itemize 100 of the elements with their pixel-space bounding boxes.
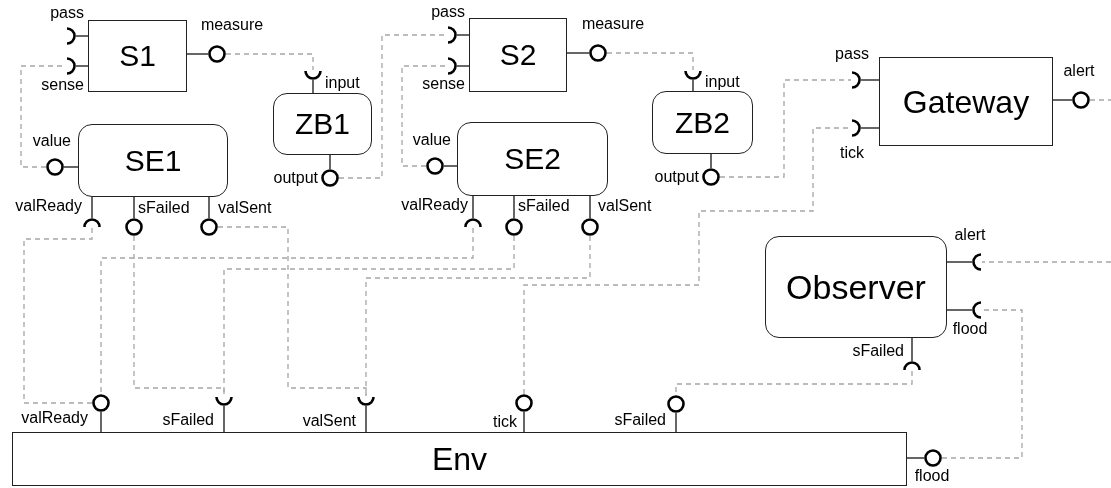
port-label: valReady xyxy=(21,409,88,427)
port-label: input xyxy=(705,73,740,91)
provided-port-icon xyxy=(125,218,143,236)
connector-line xyxy=(911,337,913,362)
required-port-icon xyxy=(66,27,76,45)
required-port-icon xyxy=(447,26,457,44)
connector-line xyxy=(100,411,102,433)
port-label: tick xyxy=(493,413,517,431)
required-port-icon xyxy=(464,218,482,228)
component-name: Gateway xyxy=(902,85,1030,118)
port-label: value xyxy=(32,132,71,150)
port-label: sFailed xyxy=(162,411,214,429)
connector-line xyxy=(523,411,525,433)
port-label: alert xyxy=(1063,62,1095,80)
connector-line xyxy=(675,412,677,433)
required-port-icon xyxy=(851,71,861,89)
rounded-component-box xyxy=(273,93,372,155)
connector-line xyxy=(329,154,331,170)
port-label: output xyxy=(273,169,318,187)
port-label: flood xyxy=(952,320,988,338)
rounded-component-box xyxy=(78,124,228,197)
connector-line xyxy=(365,405,367,433)
connector-line xyxy=(456,65,470,67)
port-label: alert xyxy=(954,226,986,244)
connector-line xyxy=(860,127,880,129)
dashed-connector xyxy=(133,235,225,397)
provided-port-icon xyxy=(426,157,444,175)
port-label: measure xyxy=(581,15,645,33)
connector-line xyxy=(946,309,973,311)
component-name: SE1 xyxy=(124,145,182,176)
connector-line xyxy=(75,65,89,67)
dashed-connector xyxy=(719,79,852,178)
port-label: flood xyxy=(914,467,950,485)
port-label: pass xyxy=(50,4,84,22)
port-label: pass xyxy=(431,3,465,21)
provided-port-icon xyxy=(321,169,339,187)
provided-port-icon xyxy=(581,218,599,236)
connector-line xyxy=(860,79,880,81)
provided-port-icon xyxy=(702,168,720,186)
port-label: sFailed xyxy=(518,197,570,215)
dashed-connector xyxy=(100,227,474,395)
port-label: sFailed xyxy=(138,199,190,217)
dashed-connector xyxy=(981,261,1111,263)
component-name: Observer xyxy=(786,270,926,304)
connector-line xyxy=(589,195,591,219)
port-label: valSent xyxy=(302,412,356,430)
connector-line xyxy=(133,196,135,219)
provided-port-icon xyxy=(924,449,942,467)
connector-line xyxy=(472,195,474,219)
port-label: value xyxy=(412,131,451,149)
connector-line xyxy=(566,52,590,54)
dashed-connector xyxy=(23,227,93,404)
port-label: sense xyxy=(422,75,465,93)
port-label: sense xyxy=(41,76,84,94)
required-port-icon xyxy=(684,70,702,80)
provided-port-icon xyxy=(589,44,607,62)
dashed-connector xyxy=(365,235,591,397)
port-label: valReady xyxy=(15,197,82,215)
connector-line xyxy=(513,195,515,219)
dashed-connector xyxy=(606,52,694,71)
required-port-icon xyxy=(903,361,921,371)
provided-port-icon xyxy=(515,394,533,412)
connector-line xyxy=(692,79,694,92)
component-box xyxy=(88,20,187,92)
connector-line xyxy=(75,35,89,37)
required-port-icon xyxy=(851,119,861,137)
dashed-connector xyxy=(225,53,314,71)
required-port-icon xyxy=(215,396,233,406)
connector-line xyxy=(946,261,973,263)
required-port-icon xyxy=(66,57,76,75)
component-name: S1 xyxy=(119,41,156,71)
rounded-component-box xyxy=(652,91,753,154)
component-name: S2 xyxy=(499,40,537,70)
required-port-icon xyxy=(83,218,101,228)
required-port-icon xyxy=(447,57,457,75)
provided-port-icon xyxy=(1072,91,1090,109)
component-box xyxy=(879,57,1053,146)
component-box xyxy=(12,432,907,486)
port-label: sFailed xyxy=(614,411,666,429)
dashed-connector xyxy=(1089,99,1111,101)
connector-line xyxy=(223,405,225,433)
connector-line xyxy=(456,34,470,36)
connector-line xyxy=(710,153,712,169)
port-label: measure xyxy=(200,16,264,34)
required-port-icon xyxy=(972,301,982,319)
provided-port-icon xyxy=(92,394,110,412)
dashed-connector xyxy=(941,309,1023,459)
port-label: valSent xyxy=(218,199,272,217)
required-port-icon xyxy=(304,70,322,80)
provided-port-icon xyxy=(505,218,523,236)
provided-port-icon xyxy=(46,158,64,176)
dashed-connector xyxy=(217,226,367,397)
connector-line xyxy=(443,165,458,167)
dashed-connector xyxy=(401,65,448,167)
component-box xyxy=(469,18,567,92)
connector-line xyxy=(208,196,210,219)
port-label: output xyxy=(654,168,699,186)
component-name: ZB2 xyxy=(675,107,730,138)
rounded-component-box xyxy=(457,122,608,196)
port-label: input xyxy=(325,74,360,92)
